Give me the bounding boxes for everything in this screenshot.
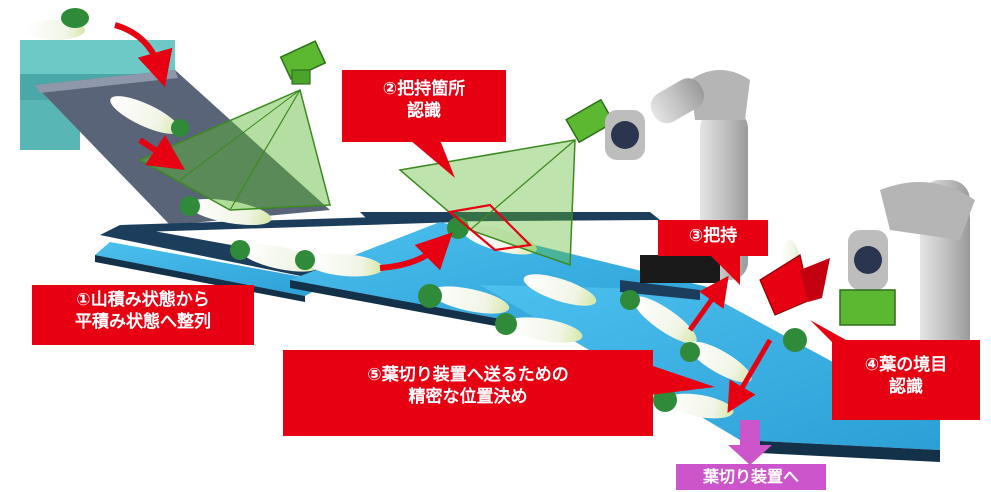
step-2-tail (410, 140, 455, 178)
step-2-label: ②把持箇所 認識 (342, 70, 506, 142)
camera-icon (565, 98, 615, 144)
daikon-icon (523, 274, 597, 306)
step-1-line1: ①山積み状態から (76, 290, 210, 310)
step-3-tail (710, 255, 740, 285)
process-arrows (114, 22, 773, 413)
daikon-icon (653, 388, 734, 419)
step-5-line2: 精密な位置決め (408, 387, 528, 408)
camera-icon (279, 40, 327, 85)
daikon-icon (25, 8, 89, 40)
robot-arm-icon (605, 70, 750, 283)
curved-arrow-icon (114, 22, 173, 88)
step-3-label: ③把持 (658, 220, 768, 256)
robot-arm-icon (839, 180, 975, 360)
step-1-label: ①山積み状態から 平積み状態へ整列 (32, 285, 254, 345)
gripper-icon (759, 254, 830, 316)
daikon-icon (680, 341, 752, 383)
curved-arrow-icon (687, 275, 729, 332)
destination-arrow (728, 420, 772, 465)
step-4-label: ④葉の境目 認識 (832, 340, 980, 420)
camera-1-field-of-view (138, 88, 331, 211)
daikon-icon (418, 284, 510, 314)
step-5-line1: ⑤葉切り装置へ送るための (367, 365, 569, 385)
step-4-line1: ④葉の境目 (864, 355, 948, 375)
daikon-icon (180, 196, 272, 226)
curved-arrow-icon (379, 232, 453, 271)
step-3-line1: ③把持 (688, 226, 738, 246)
destination-label: 葉切り装置へ (676, 464, 826, 490)
curved-arrow-icon (727, 338, 773, 413)
daikon-icon (110, 96, 189, 137)
daikon-icon (495, 313, 583, 343)
step-1-line2: 平積み状態へ整列 (75, 312, 211, 333)
step-2-line2: 認識 (407, 101, 441, 122)
camera-2-field-of-view (398, 139, 576, 267)
daikon-group (25, 8, 807, 419)
daikon-icon (620, 290, 697, 344)
curved-arrow-icon (138, 135, 185, 170)
daikon-icon (295, 250, 383, 277)
step-4-tail (810, 320, 855, 365)
step-5-label: ⑤葉切り装置へ送るための 精密な位置決め (283, 350, 653, 436)
step-4-line2: 認識 (889, 377, 923, 398)
step-2-line1: ②把持箇所 (382, 79, 466, 99)
destination-text: 葉切り装置へ (702, 467, 799, 486)
step-5-tail (650, 365, 715, 395)
